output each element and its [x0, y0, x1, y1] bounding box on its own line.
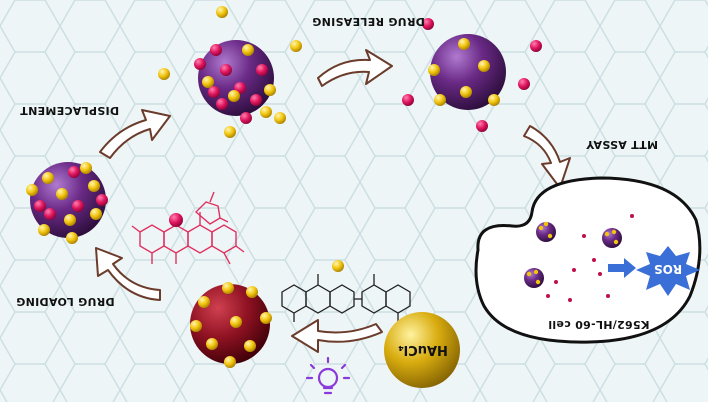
arrow-mtt-assay — [523, 125, 571, 189]
cell-nanoparticles — [524, 221, 622, 288]
nanoparticle-loaded — [26, 162, 108, 244]
label-cell: K562/HL-60 cell — [548, 318, 650, 331]
label-gold-precursor: HAuCl₄ — [398, 342, 448, 357]
arrow-drug-releasing — [317, 49, 393, 87]
label-mtt-assay: MTT ASSAY — [586, 138, 659, 151]
label-drug-releasing: DRUG RELEASING — [312, 15, 425, 28]
label-ros: ROS — [654, 262, 683, 276]
nanoparticle-releasing — [428, 34, 506, 110]
ros-burst — [636, 246, 700, 296]
cell-drug-dots — [546, 214, 634, 302]
arrow-light-reduction — [291, 319, 383, 353]
lightbulb-icon — [305, 356, 351, 395]
gold-precursor-sphere — [384, 312, 460, 388]
nanoparticle-displacement — [194, 40, 276, 124]
cell-membrane — [474, 176, 702, 344]
arrow-displacement — [99, 109, 171, 159]
drug-molecule-ball — [169, 213, 183, 227]
drug-molecule — [131, 191, 245, 265]
free-drug-top — [158, 6, 302, 138]
label-displacement: DISPLACEMENT — [20, 104, 120, 117]
photoinitiator-molecule — [281, 274, 411, 322]
released-drug — [402, 18, 542, 132]
nanoparticle-gold-core — [190, 282, 272, 368]
photoinitiator-ball — [332, 260, 344, 272]
label-drug-loading: DRUG LOADING — [16, 295, 115, 308]
arrow-drug-loading — [95, 247, 161, 301]
ros-arrow — [608, 258, 636, 278]
